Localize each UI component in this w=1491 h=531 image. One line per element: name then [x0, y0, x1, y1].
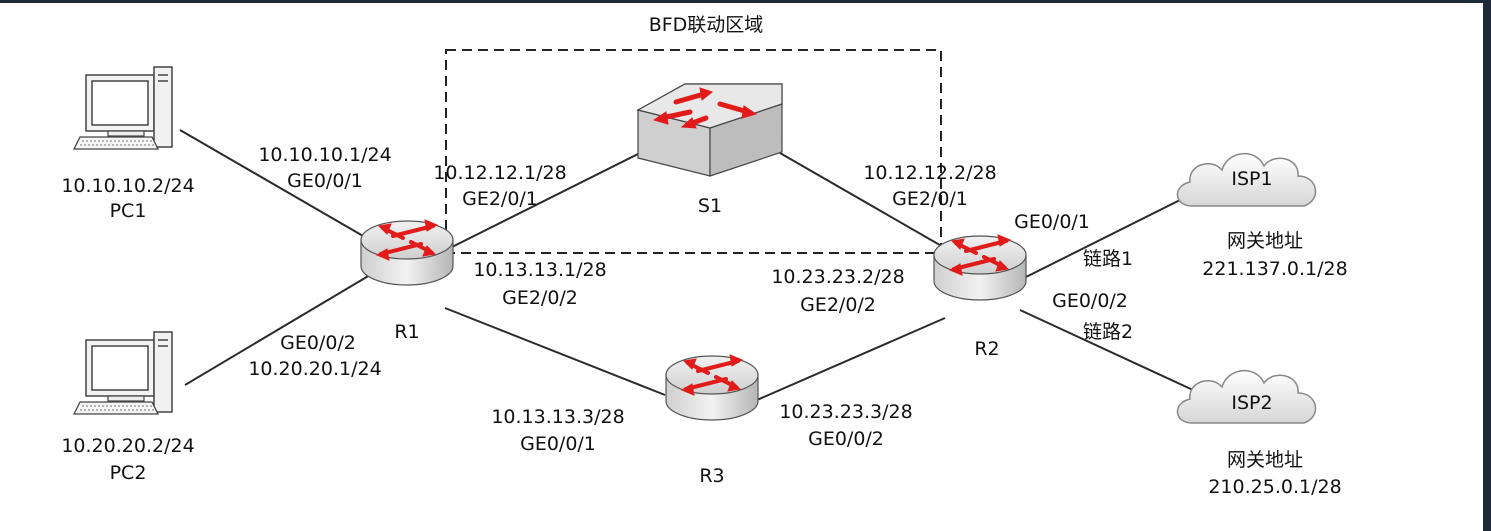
window-right-edge [1483, 0, 1491, 531]
r1-s1-ip-label: 10.12.12.1/28 [433, 162, 567, 184]
link-r3-r2 [756, 317, 946, 401]
link-s1-r2 [779, 152, 946, 249]
bfd-zone-box [445, 49, 942, 254]
r2-s1-port-label: GE2/0/1 [892, 188, 968, 210]
link-r1-r3 [444, 307, 666, 396]
s1-name-label: S1 [697, 195, 723, 217]
r3-r2-ip-label: 10.23.23.3/28 [779, 401, 913, 423]
window-top-edge [0, 0, 1491, 3]
link-pc2-r1 [184, 274, 371, 386]
r3-r2-port-label: GE0/0/2 [808, 428, 884, 450]
r3-r1-ip-label: 10.13.13.3/28 [491, 406, 625, 428]
pc-icon [73, 331, 173, 415]
isp1-gateway-ip: 221.137.0.1/28 [1202, 258, 1348, 280]
link-r2-isp2 [1019, 309, 1194, 391]
link-lines [179, 129, 1194, 401]
r1-pc2-ip-label: 10.20.20.1/24 [248, 358, 382, 380]
pc2-name-label: PC2 [109, 462, 147, 484]
router-icon [359, 218, 455, 287]
isp2-gateway-ip: 210.25.0.1/28 [1208, 476, 1342, 498]
pc2-ip-label: 10.20.20.2/24 [61, 435, 195, 457]
r1-name-label: R1 [394, 321, 420, 343]
r1-r3-port-label: GE2/0/2 [502, 287, 578, 309]
bfd-zone-title: BFD联动区域 [648, 14, 764, 36]
router-icon [932, 233, 1028, 302]
router-icon [664, 353, 760, 422]
switch-icon [636, 83, 783, 177]
r2-name-label: R2 [974, 338, 1000, 360]
link-r1-s1 [449, 152, 641, 249]
r2-s1-ip-label: 10.12.12.2/28 [863, 162, 997, 184]
isp2-name-label: ISP2 [1231, 392, 1273, 414]
r2-isp2-port-label: GE0/0/2 [1052, 290, 1128, 312]
pc1-name-label: PC1 [109, 200, 147, 222]
pc-icon [73, 66, 173, 150]
link-pc1-r1 [179, 129, 371, 241]
r2-isp1-link-label: 链路1 [1082, 248, 1134, 270]
isp2-gateway-label: 网关地址 [1226, 449, 1304, 471]
r1-s1-port-label: GE2/0/1 [462, 188, 538, 210]
r1-pc1-ip-label: 10.10.10.1/24 [258, 144, 392, 166]
link-r2-isp1 [1019, 199, 1181, 281]
r2-r3-ip-label: 10.23.23.2/28 [771, 266, 905, 288]
r3-r1-port-label: GE0/0/1 [520, 433, 596, 455]
pc1-ip-label: 10.10.10.2/24 [61, 175, 195, 197]
r2-isp2-link-label: 链路2 [1082, 321, 1134, 343]
isp1-name-label: ISP1 [1231, 168, 1273, 190]
isp1-gateway-label: 网关地址 [1226, 230, 1304, 252]
r1-r3-ip-label: 10.13.13.1/28 [473, 259, 607, 281]
r1-pc1-port-label: GE0/0/1 [287, 170, 363, 192]
r2-r3-port-label: GE2/0/2 [800, 294, 876, 316]
r1-pc2-port-label: GE0/0/2 [280, 332, 356, 354]
r3-name-label: R3 [699, 465, 725, 487]
r2-isp1-port-label: GE0/0/1 [1014, 211, 1090, 233]
